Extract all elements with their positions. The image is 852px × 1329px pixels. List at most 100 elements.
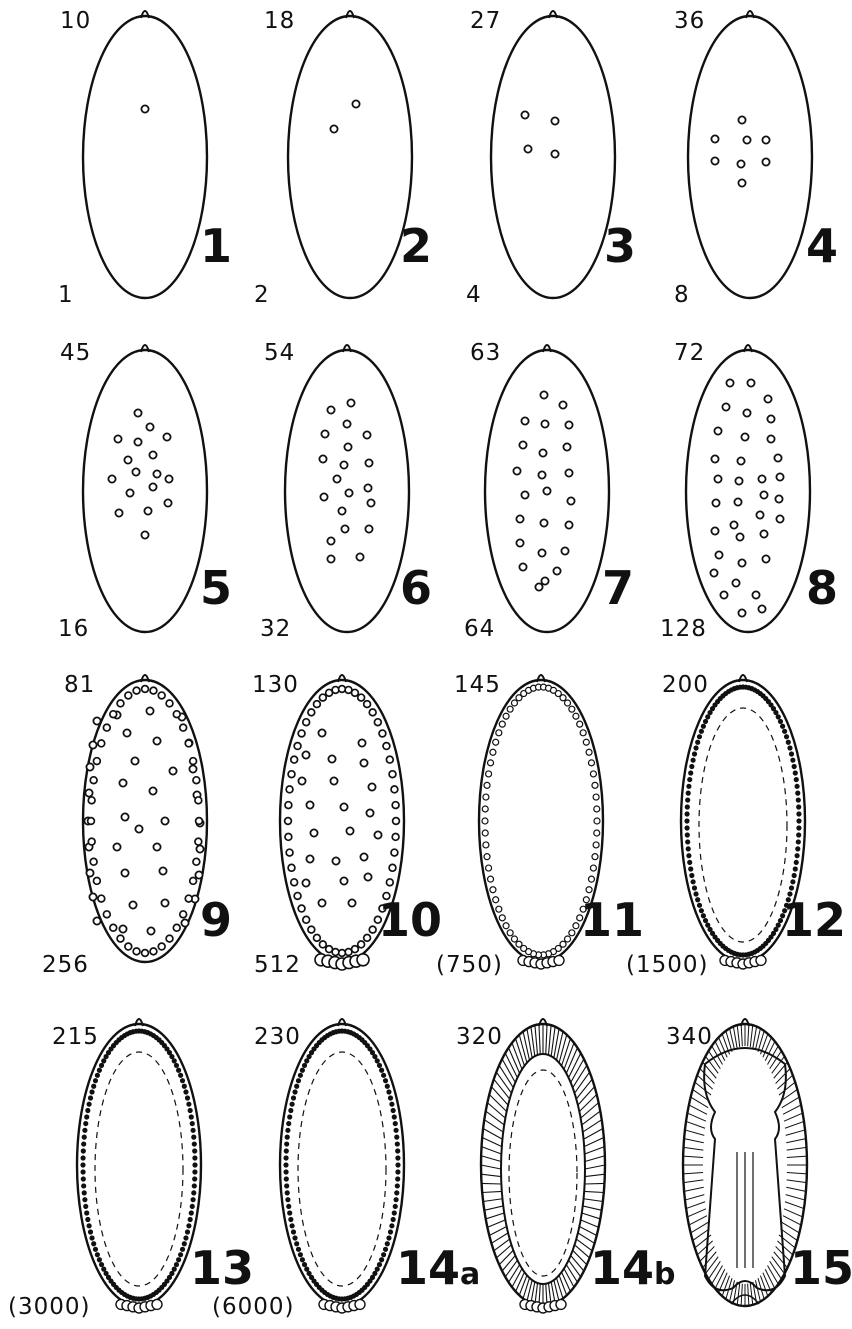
nucleus — [535, 583, 542, 590]
nucleus — [189, 765, 196, 772]
cell-membrane — [684, 1187, 704, 1191]
cell-membrane — [505, 1260, 517, 1277]
nucleus — [134, 438, 141, 445]
peripheral-nucleus — [778, 719, 782, 723]
peripheral-nucleus — [499, 915, 505, 921]
nucleus — [347, 399, 354, 406]
cell-membrane — [516, 1272, 525, 1291]
peripheral-nucleus — [182, 1242, 186, 1246]
nucleus — [113, 843, 120, 850]
peripheral-nucleus — [192, 1142, 196, 1146]
nucleus — [153, 737, 160, 744]
peripheral-nucleus — [389, 864, 396, 871]
cell-membrane — [483, 1199, 502, 1202]
cell-membrane — [582, 1213, 600, 1219]
nucleus — [538, 471, 545, 478]
cell-membrane — [683, 1172, 703, 1173]
peripheral-nucleus — [189, 1115, 193, 1119]
panel-5-time: 45 — [60, 340, 91, 366]
nucleus — [368, 783, 375, 790]
peripheral-nucleus — [496, 730, 502, 736]
peripheral-nucleus — [696, 898, 700, 902]
peripheral-nucleus — [87, 1102, 91, 1106]
peripheral-nucleus — [490, 749, 496, 755]
peripheral-nucleus — [583, 739, 589, 745]
peripheral-nucleus — [303, 916, 310, 923]
nucleus — [165, 475, 172, 482]
nucleus — [737, 160, 744, 167]
peripheral-nucleus — [84, 1122, 88, 1126]
peripheral-nucleus — [319, 941, 326, 948]
nucleus — [163, 433, 170, 440]
cell-membrane — [512, 1043, 522, 1070]
peripheral-nucleus — [385, 1084, 389, 1088]
peripheral-nucleus — [686, 791, 690, 795]
peripheral-nucleus — [507, 930, 513, 936]
nucleus — [340, 803, 347, 810]
peripheral-nucleus — [83, 1198, 87, 1202]
peripheral-nucleus — [285, 834, 292, 841]
nucleus — [711, 157, 718, 164]
peripheral-nucleus — [711, 931, 715, 935]
nucleus — [332, 857, 339, 864]
peripheral-nucleus — [193, 1170, 197, 1174]
peripheral-nucleus — [85, 1115, 89, 1119]
peripheral-nucleus — [85, 1211, 89, 1215]
peripheral-nucleus — [195, 838, 202, 845]
peripheral-nucleus — [708, 927, 712, 931]
peripheral-nucleus — [286, 849, 293, 856]
nucleus — [146, 423, 153, 430]
egg-1 — [83, 11, 207, 298]
peripheral-nucleus — [488, 760, 494, 766]
peripheral-nucleus — [125, 692, 132, 699]
peripheral-nucleus — [688, 860, 692, 864]
panel-7-time: 63 — [470, 340, 501, 366]
cell-membrane — [499, 1250, 513, 1264]
peripheral-nucleus — [289, 1218, 293, 1222]
peripheral-nucleus — [89, 1096, 93, 1100]
peripheral-nucleus — [81, 1170, 85, 1174]
peripheral-nucleus — [687, 854, 691, 858]
peripheral-nucleus — [796, 798, 800, 802]
peripheral-nucleus — [110, 924, 117, 931]
peripheral-nucleus — [300, 1258, 304, 1262]
nucleus — [738, 116, 745, 123]
cell-membrane — [579, 1095, 596, 1112]
panel-12-stage-number: 12 — [782, 893, 846, 947]
cell-membrane — [683, 1156, 703, 1157]
peripheral-nucleus — [687, 784, 691, 788]
nucleus — [327, 406, 334, 413]
peripheral-nucleus — [303, 1263, 307, 1267]
cell-membrane — [575, 1072, 590, 1093]
peripheral-nucleus — [110, 711, 117, 718]
nucleus — [758, 475, 765, 482]
nucleus — [149, 483, 156, 490]
peripheral-nucleus — [708, 711, 712, 715]
peripheral-nucleus — [83, 1128, 87, 1132]
peripheral-nucleus — [386, 879, 393, 886]
peripheral-nucleus — [298, 905, 305, 912]
cell-membrane — [683, 1147, 703, 1150]
peripheral-nucleus — [172, 1267, 176, 1271]
nucleus — [114, 435, 121, 442]
peripheral-nucleus — [382, 1253, 386, 1257]
peripheral-nucleus — [393, 1204, 397, 1208]
peripheral-nucleus — [142, 686, 149, 693]
cell-membrane — [489, 1227, 506, 1236]
inner-cell-boundary — [501, 1054, 585, 1284]
nucleus — [346, 827, 353, 834]
peripheral-nucleus — [189, 1211, 193, 1215]
peripheral-nucleus — [314, 934, 321, 941]
peripheral-nucleus — [781, 724, 785, 728]
peripheral-nucleus — [693, 752, 697, 756]
cell-membrane — [482, 1147, 502, 1154]
panel-11-stage-number: 11 — [580, 893, 644, 947]
cell-membrane — [784, 1113, 803, 1121]
cell-membrane — [784, 1209, 803, 1217]
peripheral-nucleus — [184, 1236, 188, 1240]
cell-membrane — [683, 1180, 703, 1183]
nucleus — [310, 829, 317, 836]
peripheral-nucleus — [172, 1059, 176, 1063]
peripheral-nucleus — [593, 794, 599, 800]
peripheral-nucleus — [499, 721, 505, 727]
